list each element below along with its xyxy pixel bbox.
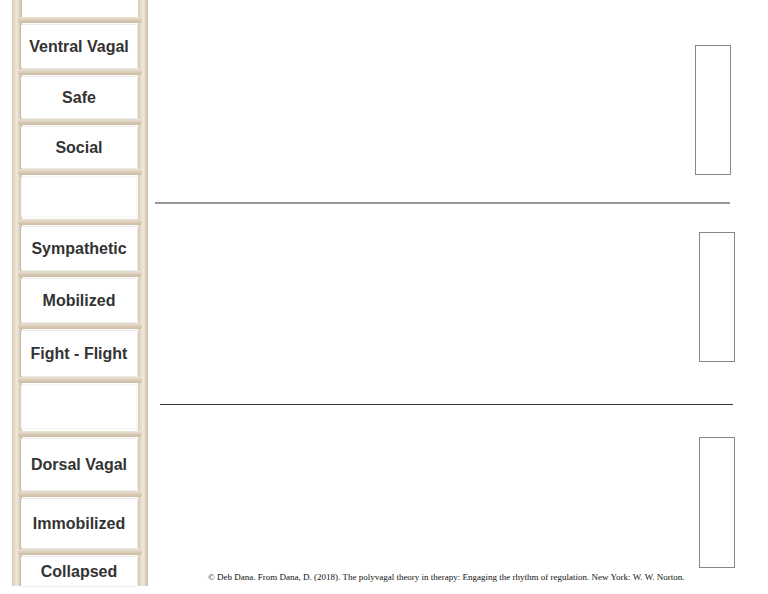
state-label: Sympathetic — [31, 240, 126, 258]
ladder-label-card: Immobilized — [21, 499, 137, 548]
divider-line — [155, 203, 730, 204]
state-label: Safe — [62, 89, 96, 107]
ladder-rungs — [18, 17, 142, 555]
state-label: Social — [55, 139, 102, 157]
ladder-label-card: Mobilized — [21, 279, 137, 322]
ladder-label-card: Collapsed — [21, 557, 137, 586]
state-label: Mobilized — [43, 292, 116, 310]
ladder-label-card: Ventral Vagal — [21, 25, 137, 68]
ladder-rail — [138, 0, 148, 586]
state-label: Dorsal Vagal — [31, 456, 127, 474]
ladder-label-card: Fight - Flight — [21, 331, 137, 376]
rating-box — [696, 46, 731, 175]
copyright-caption: © Deb Dana. From Dana, D. (2018). The po… — [208, 572, 685, 582]
state-label: Fight - Flight — [31, 345, 128, 363]
ladder-label-card: Dorsal Vagal — [21, 439, 137, 490]
ladder-label-card: Sympathetic — [21, 227, 137, 270]
rating-box — [700, 438, 735, 568]
divider-line — [160, 404, 733, 405]
ladder-label-card: Social — [21, 127, 137, 168]
blank-card — [21, 385, 137, 429]
state-label: Immobilized — [33, 515, 125, 533]
rating-box — [700, 233, 735, 362]
state-label: Ventral Vagal — [29, 38, 129, 56]
state-label: Collapsed — [41, 563, 117, 581]
ladder-label-card: Safe — [21, 77, 137, 118]
blank-card — [21, 177, 137, 217]
